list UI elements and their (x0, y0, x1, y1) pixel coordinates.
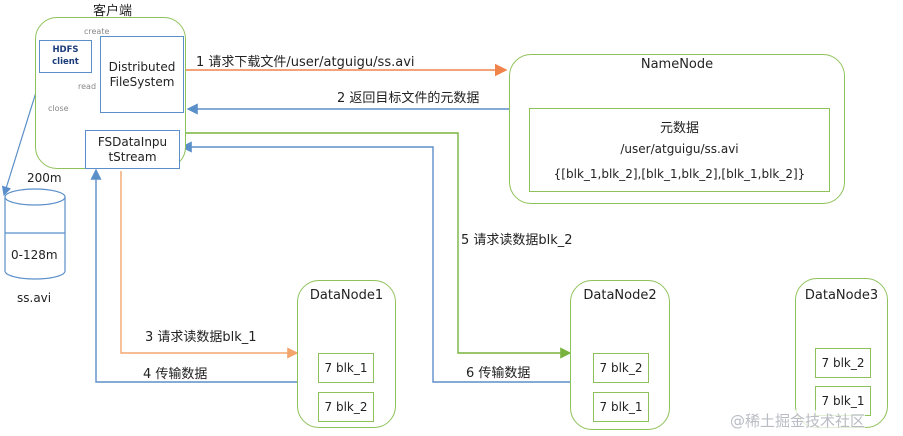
step4-label: 4 传输数据 (143, 367, 208, 382)
distributed-fs-box: Distributed FileSystem (100, 36, 184, 113)
step3-arrow (120, 171, 299, 359)
datanode3-title: DataNode3 (804, 288, 879, 303)
fsdatainputstream-box: FSDataInpu tStream (85, 130, 180, 169)
client-title: 客户端 (93, 4, 133, 19)
datanode3-block-1-label: 7 blk_2 (821, 356, 865, 370)
step6-arrow (180, 141, 570, 383)
namenode-title: NameNode (640, 57, 714, 72)
close-label: close (48, 104, 69, 113)
datanode3-block-1: 7 blk_2 (815, 348, 871, 378)
datanode2-block-1-label: 7 blk_2 (599, 361, 643, 375)
metadata-blocks: {[blk_1,blk_2],[blk_1,blk_2],[blk_1,blk_… (553, 167, 806, 181)
disk-range-label: 0-128m (11, 248, 58, 262)
datanode1-block-2: 7 blk_2 (318, 392, 374, 422)
disk-file-label: ss.avi (17, 291, 52, 305)
datanode1-block-1: 7 blk_1 (318, 353, 374, 383)
distributed-fs-label: Distributed FileSystem (108, 59, 176, 89)
watermark: @稀土掘金技术社区 (730, 410, 866, 431)
datanode3-block-2-label: 7 blk_1 (821, 394, 865, 408)
namenode-metadata-box (529, 108, 830, 192)
disk-cylinder-icon (4, 188, 66, 280)
datanode2-block-2-label: 7 blk_1 (599, 400, 643, 414)
datanode2-block-2: 7 blk_1 (593, 392, 649, 422)
step4-arrow (90, 168, 297, 383)
create-label: create (84, 27, 110, 36)
step3-label: 3 请求读数据blk_1 (145, 330, 257, 345)
datanode1-block-1-label: 7 blk_1 (324, 361, 368, 375)
step2-label: 2 返回目标文件的元数据 (337, 91, 480, 106)
metadata-title: 元数据 (659, 121, 699, 136)
step5-label: 5 请求读数据blk_2 (461, 233, 573, 248)
disk-size-label: 200m (27, 171, 62, 185)
fsdatainputstream-label: FSDataInpu tStream (97, 134, 168, 164)
step1-label: 1 请求下载文件/user/atguigu/ss.avi (196, 55, 415, 70)
hdfs-client-box: HDFS client (39, 40, 92, 73)
hdfs-client-label: HDFS client (52, 45, 79, 67)
read-label: read (78, 82, 97, 91)
datanode1-block-2-label: 7 blk_2 (324, 400, 368, 414)
step5-arrow (180, 132, 572, 359)
metadata-path: /user/atguigu/ss.avi (620, 142, 739, 156)
datanode2-title: DataNode2 (583, 288, 657, 303)
datanode1-title: DataNode1 (309, 288, 384, 303)
step6-label: 6 传输数据 (466, 366, 531, 381)
datanode2-block-1: 7 blk_2 (593, 353, 649, 383)
